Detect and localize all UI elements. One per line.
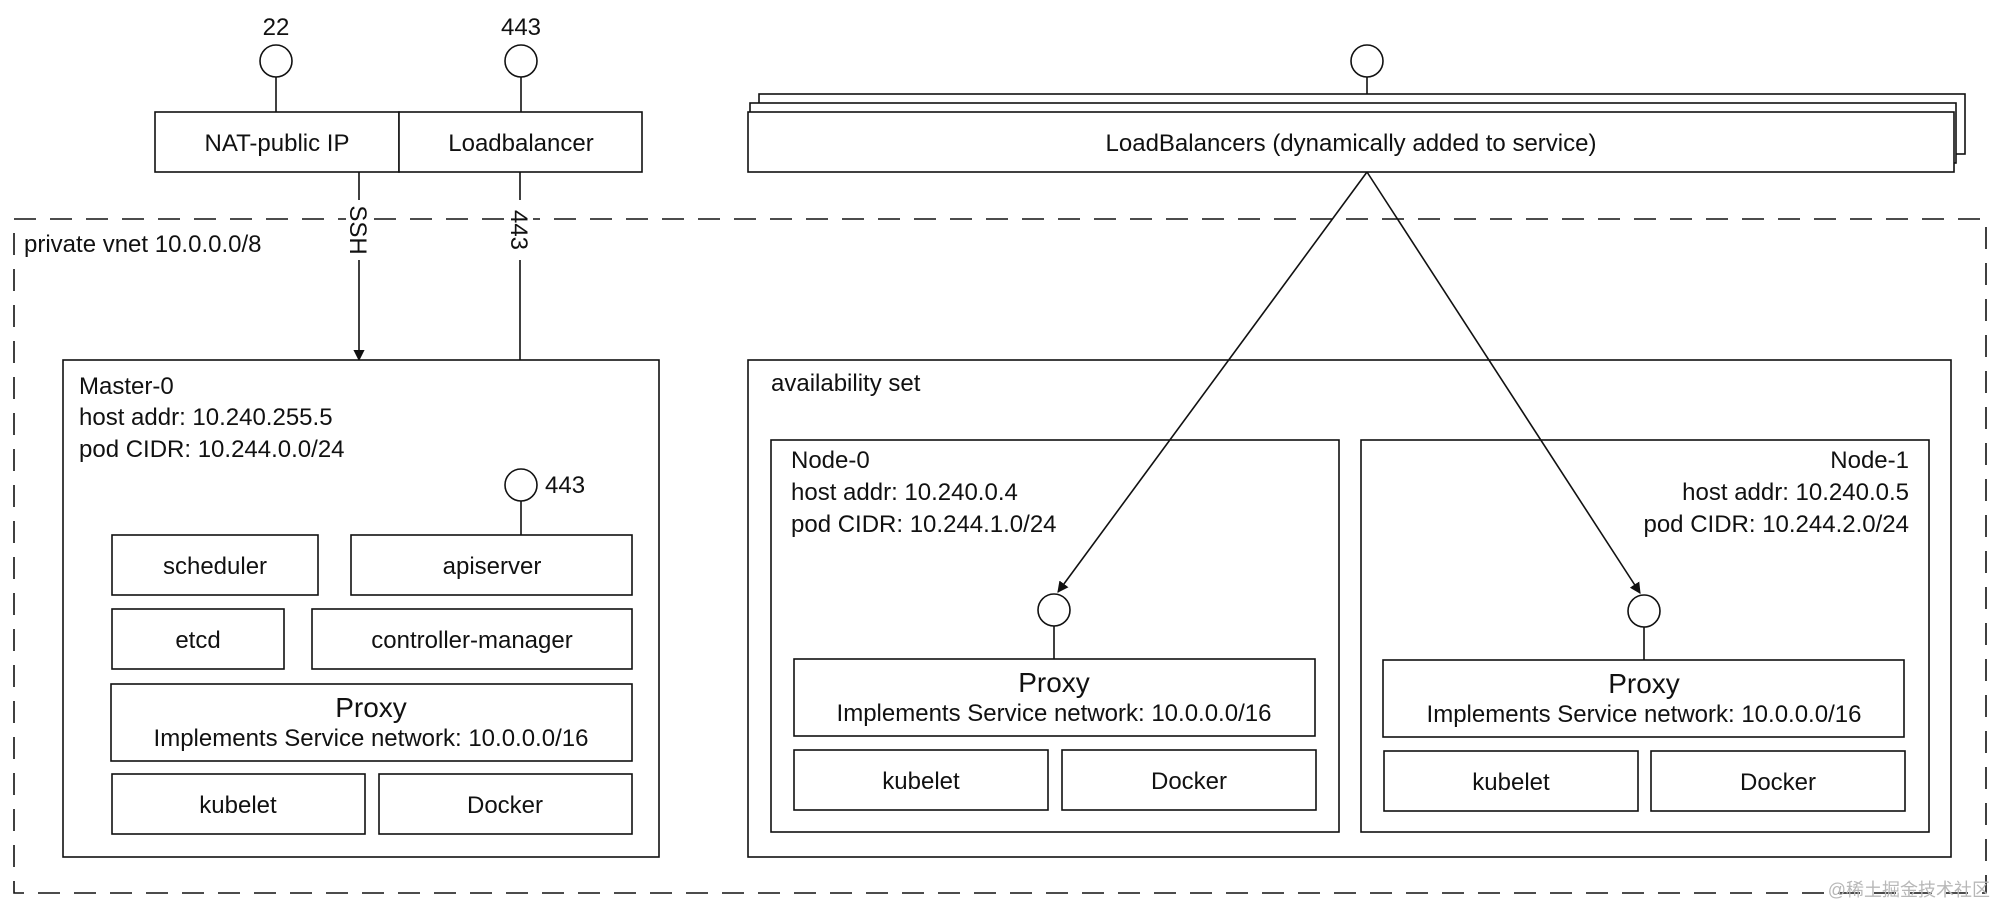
node-0-proxy-description: Implements Service network: 10.0.0.0/16	[837, 700, 1272, 727]
private-vnet-label: private vnet 10.0.0.0/8	[24, 231, 262, 258]
loadbalancers-label: LoadBalancers (dynamically added to serv…	[1106, 130, 1597, 157]
etcd-label: etcd	[175, 627, 220, 654]
node-0-proxy-title: Proxy	[1018, 667, 1090, 698]
loadbalancers-box	[747, 111, 1955, 173]
node-1-proxy-box	[1382, 659, 1905, 738]
node-1-kubelet-box	[1383, 750, 1639, 812]
master-pod-cidr: pod CIDR: 10.244.0.0/24	[79, 436, 345, 463]
node-0-kubelet-label: kubelet	[882, 768, 960, 795]
watermark: @稀土掘金技术社区	[1828, 880, 1990, 900]
node-1-docker-box	[1650, 750, 1906, 812]
master-kubelet-label: kubelet	[199, 792, 277, 819]
master-proxy-description: Implements Service network: 10.0.0.0/16	[154, 725, 589, 752]
node-1-proxy-title: Proxy	[1608, 668, 1680, 699]
node-1-port-icon	[1627, 594, 1661, 628]
node-0-docker-label: Docker	[1151, 768, 1227, 795]
scheduler-label: scheduler	[163, 553, 267, 580]
node-1-host-addr: host addr: 10.240.0.5	[1682, 479, 1909, 506]
node-1-pod-cidr: pod CIDR: 10.244.2.0/24	[1643, 511, 1909, 538]
https-port-icon	[504, 44, 538, 78]
node-1-name: Node-1	[1830, 447, 1909, 474]
lb-to-node-1-connection	[1366, 171, 1641, 594]
master-proxy-title: Proxy	[335, 692, 407, 723]
apiserver-label: apiserver	[443, 553, 542, 580]
apiserver-box	[350, 534, 633, 596]
controller-manager-label: controller-manager	[371, 627, 572, 654]
ssh-edge-label: SSH	[344, 205, 371, 254]
node-0-host-addr: host addr: 10.240.0.4	[791, 479, 1018, 506]
scheduler-box	[111, 534, 319, 596]
node-1-proxy-description: Implements Service network: 10.0.0.0/16	[1427, 701, 1862, 728]
node-0-name: Node-0	[791, 447, 870, 474]
node-0-kubelet-box	[793, 749, 1049, 811]
ssh-port-icon	[259, 44, 293, 78]
availability-set-label: availability set	[771, 370, 921, 397]
https-edge-label: 443	[505, 210, 532, 250]
master-docker-box	[378, 773, 633, 835]
controller-manager-box	[311, 608, 633, 670]
node-1-docker-label: Docker	[1740, 769, 1816, 796]
nat-public-ip-label: NAT-public IP	[205, 130, 350, 157]
node-0-port-icon	[1037, 593, 1071, 627]
https-port-number: 443	[501, 14, 541, 41]
lb-to-node-0-connection	[1057, 171, 1368, 593]
loadbalancer-label: Loadbalancer	[448, 130, 593, 157]
master-node-name: Master-0	[79, 373, 174, 400]
master-docker-label: Docker	[467, 792, 543, 819]
apiserver-port-icon	[504, 468, 538, 502]
master-proxy-box	[110, 683, 633, 762]
ssh-port-number: 22	[263, 14, 290, 41]
master-kubelet-box	[111, 773, 366, 835]
node-0-proxy-box	[793, 658, 1316, 737]
private-vnet-boundary	[13, 218, 1987, 894]
nat-public-ip-box	[154, 111, 400, 173]
node-0-pod-cidr: pod CIDR: 10.244.1.0/24	[791, 511, 1057, 538]
loadbalancers-port-icon	[1350, 44, 1384, 78]
node-0-docker-box	[1061, 749, 1317, 811]
node-1-kubelet-label: kubelet	[1472, 769, 1550, 796]
apiserver-port-number: 443	[545, 472, 585, 499]
master-host-addr: host addr: 10.240.255.5	[79, 404, 333, 431]
etcd-box	[111, 608, 285, 670]
